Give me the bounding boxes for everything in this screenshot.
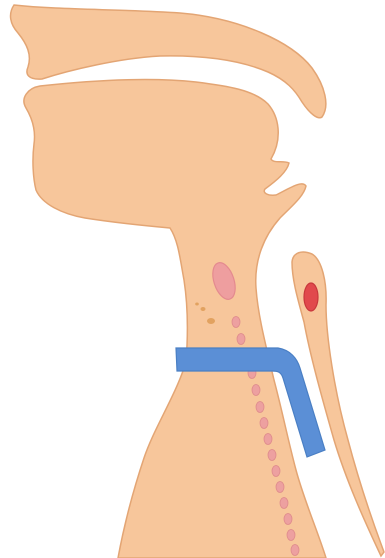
pink-dot <box>237 334 245 345</box>
pink-dot <box>260 418 268 429</box>
pink-dot <box>291 545 299 556</box>
red-oval-marker-icon <box>304 283 318 311</box>
pink-dot <box>268 450 276 461</box>
small-orange-mark <box>195 303 199 306</box>
pink-dot <box>264 434 272 445</box>
pink-dot <box>287 530 295 541</box>
pink-dot <box>284 514 292 525</box>
pink-dot <box>232 317 240 328</box>
pink-dot <box>256 402 264 413</box>
small-orange-mark <box>201 307 206 311</box>
pink-dot <box>252 385 260 396</box>
pink-dot <box>276 482 284 493</box>
pink-dot <box>272 466 280 477</box>
small-orange-mark <box>207 318 215 324</box>
pink-dot <box>280 498 288 509</box>
